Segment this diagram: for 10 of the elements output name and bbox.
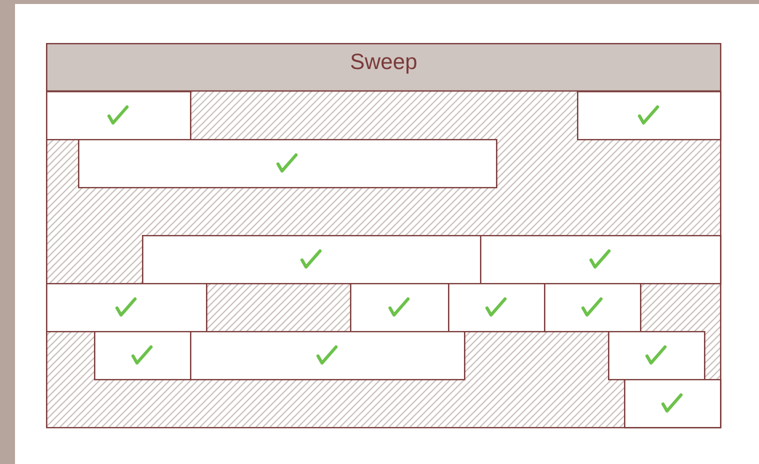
task-box (448, 283, 546, 332)
task-box (577, 91, 722, 140)
task-box (46, 91, 192, 140)
sweep-frame: Sweep (46, 43, 722, 428)
task-box (624, 379, 722, 428)
task-box (608, 331, 706, 380)
task-box (350, 283, 450, 332)
task-box (94, 331, 192, 380)
task-box (46, 283, 208, 332)
task-box (544, 283, 642, 332)
